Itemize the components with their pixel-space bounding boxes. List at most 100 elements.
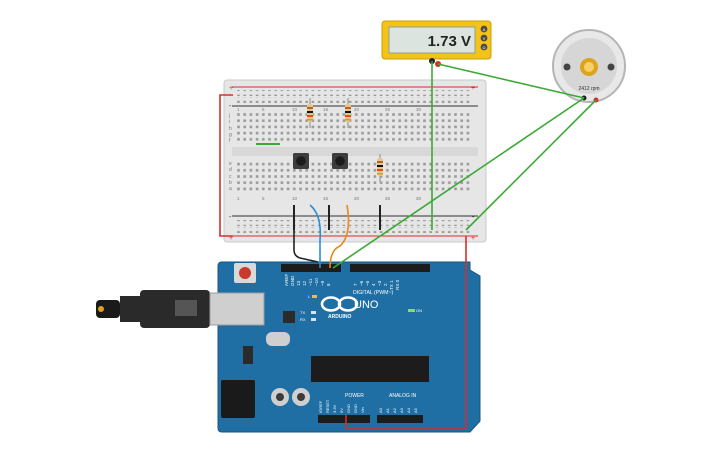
motor-speed: 2412 rpm xyxy=(578,86,599,92)
row-letter-g: g xyxy=(229,132,232,138)
mode-v-button[interactable] xyxy=(480,34,488,42)
pin-label-11: ~11 xyxy=(308,278,313,286)
wire-green-motor-pin[interactable] xyxy=(332,97,585,269)
microcontroller-chip xyxy=(311,356,429,382)
wire-green-meter-red[interactable] xyxy=(437,63,585,99)
row-letter-h: h xyxy=(229,126,232,132)
wire-black-gnd[interactable] xyxy=(293,230,319,263)
pin-label-rx0: RX 0 xyxy=(395,279,400,290)
digital-header-1[interactable] xyxy=(281,264,341,272)
pin-label-7: 7 xyxy=(353,283,358,286)
arduino-uno[interactable]: AREF GND 13 12 ~11 ~10 ~9 8 7 ~6 ~5 4 ~3… xyxy=(217,261,481,433)
reset-button[interactable] xyxy=(239,267,251,279)
pushbutton-2[interactable] xyxy=(332,153,348,169)
row-letter-b: b xyxy=(229,180,232,186)
row-letter-j: j xyxy=(228,113,230,119)
pin-label-a3: A3 xyxy=(399,407,404,413)
usb-port xyxy=(209,292,265,326)
col-number-20-bottom: 20 xyxy=(354,196,360,201)
pin-label-5v: 5V xyxy=(339,408,344,413)
top-rail-holes-1 xyxy=(236,90,470,96)
pin-label-10: ~10 xyxy=(314,278,319,286)
rail-plus-label-bl: + xyxy=(229,235,233,242)
rail-plus-label-tr: + xyxy=(471,85,475,92)
pin-label-13: 13 xyxy=(296,280,301,286)
crystal xyxy=(266,332,290,346)
rail-minus-label-bl: - xyxy=(229,214,232,221)
pin-label-gnd-2: GND xyxy=(353,404,358,413)
top-rail-holes-2 xyxy=(236,97,470,103)
power-header[interactable] xyxy=(318,415,370,423)
regulator xyxy=(243,346,253,364)
wire-blue-pin12[interactable] xyxy=(309,204,322,268)
wire-green-motor-rail[interactable] xyxy=(465,99,597,231)
multimeter-display xyxy=(388,26,476,54)
col-number-10: 10 xyxy=(292,107,298,112)
mode-v-label: V xyxy=(483,36,486,41)
power-label: POWER xyxy=(345,393,364,399)
digital-pwm-label: DIGITAL (PWM~) xyxy=(353,290,393,296)
multimeter-reading: 1.73 V xyxy=(428,33,471,50)
bottom-rail-holes-2 xyxy=(236,227,470,233)
pin-label-a5: A5 xyxy=(413,407,418,413)
pin-label-a4: A4 xyxy=(406,407,411,413)
breadboard[interactable]: + + - - - - + + j i h g f e d c b a 1 5 … xyxy=(223,79,487,243)
pin-label-tx1: TX 1 xyxy=(389,280,394,290)
pin-label-a1: A1 xyxy=(385,407,390,413)
digital-header-2[interactable] xyxy=(350,264,430,272)
mode-ohm-label: Ω xyxy=(483,45,486,50)
pin-label-3v3: 3.3V xyxy=(332,404,337,413)
resistor-1[interactable] xyxy=(307,98,313,128)
row-letter-d: d xyxy=(229,167,232,173)
pin-label-a2: A2 xyxy=(392,407,397,413)
usb-cable-tip-icon xyxy=(98,306,104,312)
col-number-30: 30 xyxy=(416,107,422,112)
pushbutton-1[interactable] xyxy=(293,153,309,169)
led-l-label: L xyxy=(308,294,311,299)
wire-orange-pin9[interactable] xyxy=(329,204,350,269)
pin-label-gnd-1: GND xyxy=(346,404,351,413)
col-number-15: 15 xyxy=(323,107,329,112)
resistor-3[interactable] xyxy=(377,154,383,182)
led-rx xyxy=(311,318,316,321)
pin-label-reset: RESET xyxy=(325,399,330,413)
pin-label-gnd: GND xyxy=(290,275,295,286)
usb-cable[interactable] xyxy=(96,290,265,328)
col-number-5-bottom: 5 xyxy=(262,196,265,201)
wire-red-5v[interactable] xyxy=(345,236,467,429)
row-letter-c: c xyxy=(229,174,232,180)
mode-ohm-button[interactable] xyxy=(480,43,488,51)
center-channel xyxy=(232,147,478,156)
led-rx-label: RX xyxy=(300,317,306,322)
mode-a-button[interactable] xyxy=(480,25,488,33)
col-number-20: 20 xyxy=(354,107,360,112)
col-number-30-bottom: 30 xyxy=(416,196,422,201)
led-on xyxy=(408,309,415,312)
resistor-2[interactable] xyxy=(345,98,351,128)
dc-motor[interactable]: 2412 rpm xyxy=(552,29,626,103)
row-letter-f: f xyxy=(229,138,231,144)
col-number-1-bottom: 1 xyxy=(237,196,240,201)
row-letter-e: e xyxy=(229,161,232,167)
rail-minus-label-tl: - xyxy=(229,103,232,110)
power-jack[interactable] xyxy=(221,380,255,418)
pin-label-a0: A0 xyxy=(378,407,383,413)
infinity-logo-icon xyxy=(320,296,359,312)
top-terminal-holes xyxy=(236,112,470,144)
pin-label-ioref: IOREF xyxy=(318,400,323,413)
rail-minus-label-br: - xyxy=(472,214,475,221)
mode-a-label: A xyxy=(483,27,486,32)
usb-chip xyxy=(283,311,295,323)
board-model-label: UNO xyxy=(354,299,379,311)
pin-label-9: ~9 xyxy=(320,280,325,286)
led-tx xyxy=(311,311,316,314)
col-number-25: 25 xyxy=(385,107,391,112)
bottom-terminal-holes xyxy=(236,160,470,192)
usb-symbol-icon xyxy=(175,300,197,316)
analog-header[interactable] xyxy=(377,415,423,423)
col-number-5: 5 xyxy=(262,107,265,112)
wire-red-rail-loop[interactable] xyxy=(219,94,233,237)
multimeter[interactable]: 1.73 V A V Ω xyxy=(381,20,492,67)
bottom-rail-holes-1 xyxy=(236,220,470,226)
